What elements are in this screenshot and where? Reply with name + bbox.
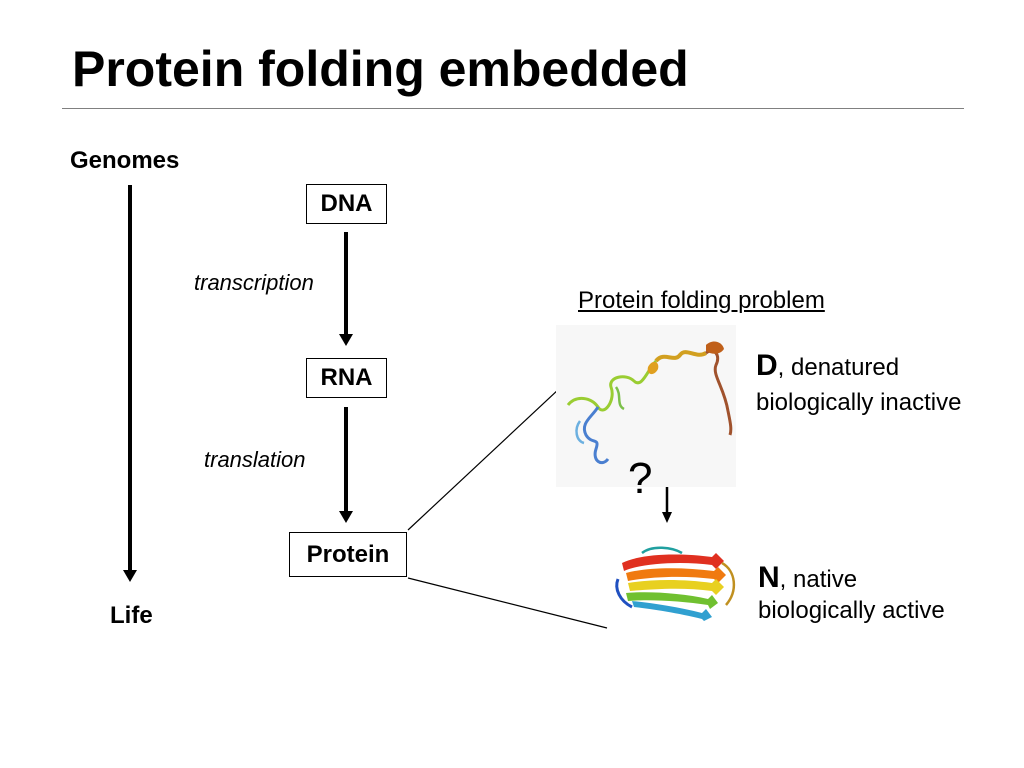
denatured-description: biologically inactive bbox=[756, 389, 962, 416]
folding-problem-heading: Protein folding problem bbox=[578, 287, 825, 314]
native-heading: N, native bbox=[758, 560, 857, 596]
life-label: Life bbox=[110, 602, 153, 629]
question-mark: ? bbox=[628, 454, 653, 503]
native-protein-structure bbox=[615, 546, 735, 621]
denatured-protein-structure bbox=[556, 325, 736, 487]
native-description: biologically active bbox=[758, 597, 945, 624]
denatured-letter: D bbox=[756, 349, 778, 382]
transcription-label: transcription bbox=[194, 270, 314, 295]
title-divider bbox=[62, 108, 964, 109]
slide-title: Protein folding embedded bbox=[72, 41, 689, 97]
denatured-suffix: , denatured bbox=[777, 354, 900, 381]
dna-box: DNA bbox=[306, 184, 387, 224]
native-letter: N bbox=[758, 561, 780, 594]
folding-arrowhead bbox=[662, 512, 672, 523]
genomes-label: Genomes bbox=[70, 147, 180, 174]
dna-rna-arrowhead bbox=[339, 334, 353, 346]
native-suffix: , native bbox=[779, 566, 858, 593]
rna-protein-arrowhead bbox=[339, 511, 353, 523]
translation-label: translation bbox=[204, 447, 306, 472]
denatured-heading: D, denatured bbox=[756, 348, 899, 384]
zoom-line-bottom bbox=[407, 577, 608, 629]
timeline-arrowhead bbox=[123, 570, 137, 582]
rna-box: RNA bbox=[306, 358, 387, 398]
protein-box: Protein bbox=[289, 532, 407, 577]
